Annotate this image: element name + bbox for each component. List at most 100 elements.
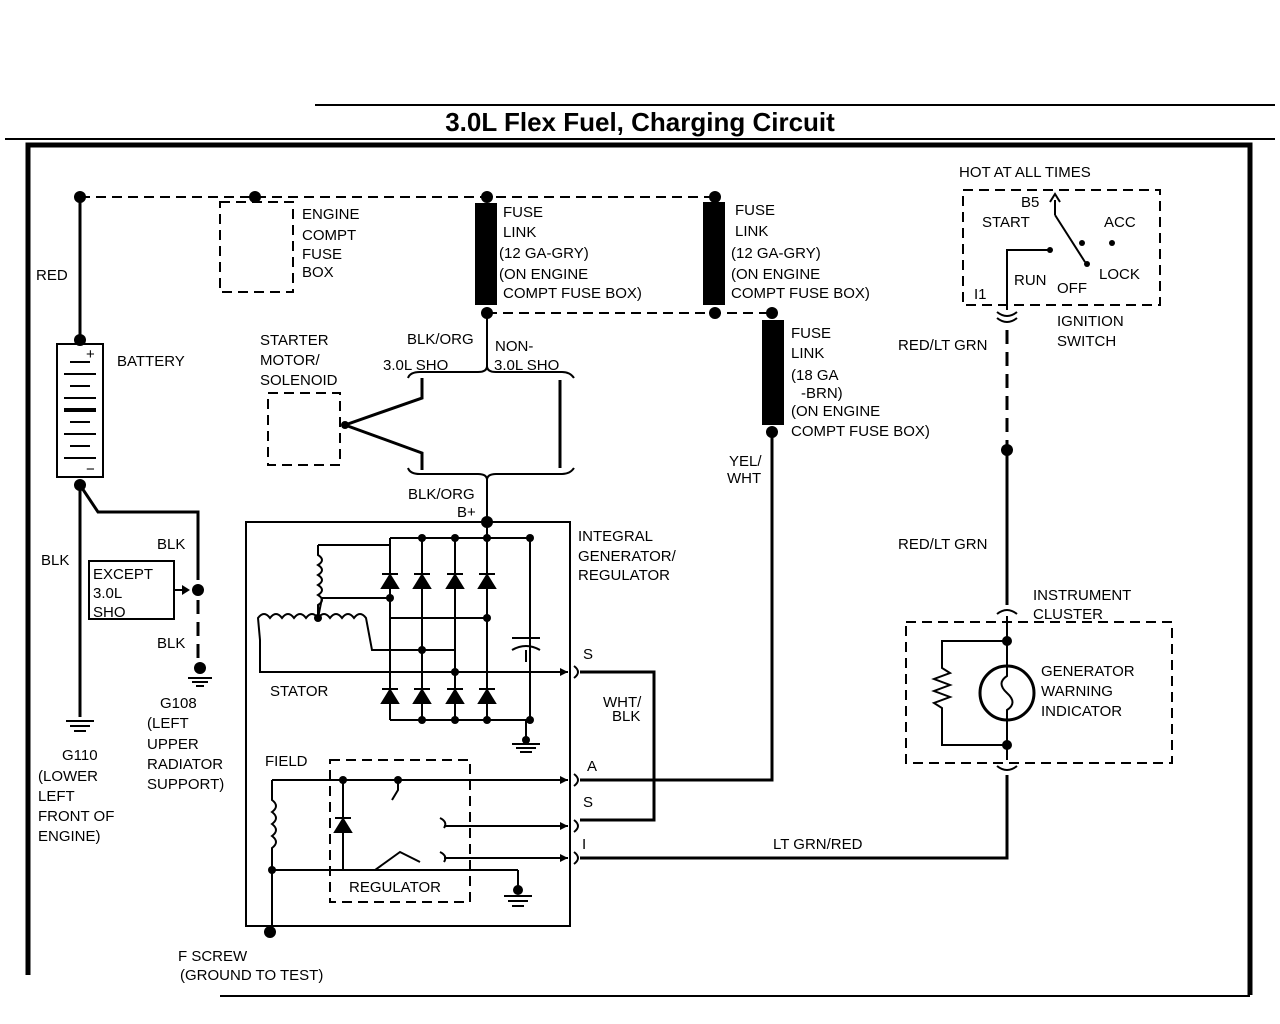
fuse-link-3 (762, 320, 784, 425)
f-screw-label: (GROUND TO TEST) (180, 967, 323, 984)
stator-windings (256, 544, 568, 676)
lamp-filament (1000, 666, 1014, 720)
wire-lt-grn-red-label: LT GRN/RED (773, 836, 863, 853)
ignition-acc-label: ACC (1104, 214, 1136, 231)
non-sho-label: NON- (495, 338, 533, 355)
fuse-link-3-label: FUSE (791, 325, 831, 342)
fuse-link-3-label: (ON ENGINE (791, 403, 880, 420)
fuse-link-1-label: FUSE (503, 204, 543, 221)
sho-label: 3.0L SHO (383, 357, 448, 374)
instrument-cluster (905, 621, 1173, 764)
fuse-link-3-label: -BRN) (801, 385, 843, 402)
g108-label: UPPER (147, 736, 199, 753)
g110-label: (LOWER (38, 768, 98, 785)
splice-fl1-top (481, 191, 493, 203)
splice-except-sho (192, 584, 204, 596)
ignition-off-label: OFF (1057, 280, 1087, 297)
wire-sho-lower (344, 423, 424, 470)
field-label: FIELD (265, 753, 308, 770)
fuse-link-1-label: COMPT FUSE BOX) (503, 285, 642, 302)
terminal-i-label: I (582, 836, 586, 853)
battery (56, 343, 104, 478)
ignition-run-label: RUN (1014, 272, 1047, 289)
generator-label: REGULATOR (578, 567, 670, 584)
g108-label: G108 (160, 695, 197, 712)
regulator-sense (439, 851, 447, 863)
generator-warning-indicator-label: GENERATOR (1041, 663, 1135, 680)
wire-red-lt-grn-label: RED/LT GRN (898, 536, 987, 553)
wire-yel-wht (580, 432, 774, 782)
rectifier-bridge (389, 522, 534, 724)
generator-label: INTEGRAL (578, 528, 653, 545)
wire-blk-g108 (78, 484, 200, 580)
fuse-link-1 (475, 203, 497, 305)
f-screw (264, 926, 276, 938)
terminal-s-label: S (583, 646, 593, 663)
ignition-lock-label: LOCK (1099, 266, 1140, 283)
wire-yel-wht-label: WHT (727, 470, 761, 487)
ground-icon (512, 720, 540, 753)
non-sho-label: 3.0L SHO (494, 357, 559, 374)
fusebox-label: FUSE (302, 246, 342, 263)
capacitor-icon (511, 637, 541, 662)
fusebox-label: ENGINE (302, 206, 360, 223)
integral-generator-regulator (245, 521, 571, 927)
wire-blk-org-label: BLK/ORG (407, 331, 474, 348)
ground-icon (66, 720, 94, 732)
diagram-frame (25, 142, 1253, 995)
arrow-icon (560, 668, 568, 676)
fuse-link-1-label: (ON ENGINE (499, 266, 588, 283)
connector-icon (573, 665, 579, 865)
fuse-link-3-label: (18 GA (791, 367, 839, 384)
wire-blk-label: BLK (41, 552, 69, 569)
fuse-link-2-label: FUSE (735, 202, 775, 219)
wire-blk-label: BLK (157, 635, 185, 652)
fuse-link-3-label: COMPT FUSE BOX) (791, 423, 930, 440)
fuse-link-2 (703, 202, 725, 305)
ignition-contacts (1006, 192, 1115, 310)
regulator-contact (391, 780, 399, 801)
arrow-icon (182, 585, 190, 595)
wire-blk-label: BLK (157, 536, 185, 553)
splice-fl3-top (766, 307, 778, 319)
diode-icon (333, 817, 353, 833)
terminal-i1-label: I1 (974, 286, 987, 303)
b-plus-label: B+ (457, 504, 476, 521)
hot-at-all-times-label: HOT AT ALL TIMES (959, 164, 1091, 181)
g110-label: FRONT OF (38, 808, 114, 825)
wire-wht-blk-label: BLK (612, 708, 640, 725)
regulator-label: REGULATOR (349, 879, 441, 896)
diode-icon (380, 573, 497, 704)
connector-icon (996, 311, 1018, 323)
connector-icon (996, 609, 1018, 771)
fusebox-label: BOX (302, 264, 334, 281)
fusebox-label: COMPT (302, 227, 356, 244)
arrow-icon (560, 822, 568, 830)
fuse-link-3-label: LINK (791, 345, 824, 362)
fuse-link-1-label: (12 GA-GRY) (499, 245, 589, 262)
ignition-switch (962, 189, 1161, 306)
battery-cells (64, 361, 96, 459)
stator-label: STATOR (270, 683, 329, 700)
ground-icon (504, 870, 532, 907)
battery-label: BATTERY (117, 353, 185, 370)
field-winding (270, 780, 277, 932)
except-sho-label: EXCEPT (93, 566, 153, 583)
engine-compt-fuse-box (219, 201, 294, 293)
generator-warning-indicator-label: WARNING (1041, 683, 1113, 700)
generator-label: GENERATOR/ (578, 548, 677, 565)
splice-fusebox (249, 191, 261, 203)
except-sho-label: 3.0L (93, 585, 122, 602)
except-sho-label: SHO (93, 604, 126, 621)
ignition-switch-label: SWITCH (1057, 333, 1116, 350)
battery-minus: − (86, 461, 95, 478)
fuse-link-2-label: COMPT FUSE BOX) (731, 285, 870, 302)
starter-motor-solenoid (267, 392, 341, 466)
fuse-link-1-label: LINK (503, 224, 536, 241)
terminal-b5-label: B5 (1021, 194, 1039, 211)
instrument-cluster-label: CLUSTER (1033, 606, 1103, 623)
splice-fl2-bottom (709, 307, 721, 319)
wire-wht-blk-label: WHT/ (603, 694, 642, 711)
wire-blk-org-label: BLK/ORG (408, 486, 475, 503)
